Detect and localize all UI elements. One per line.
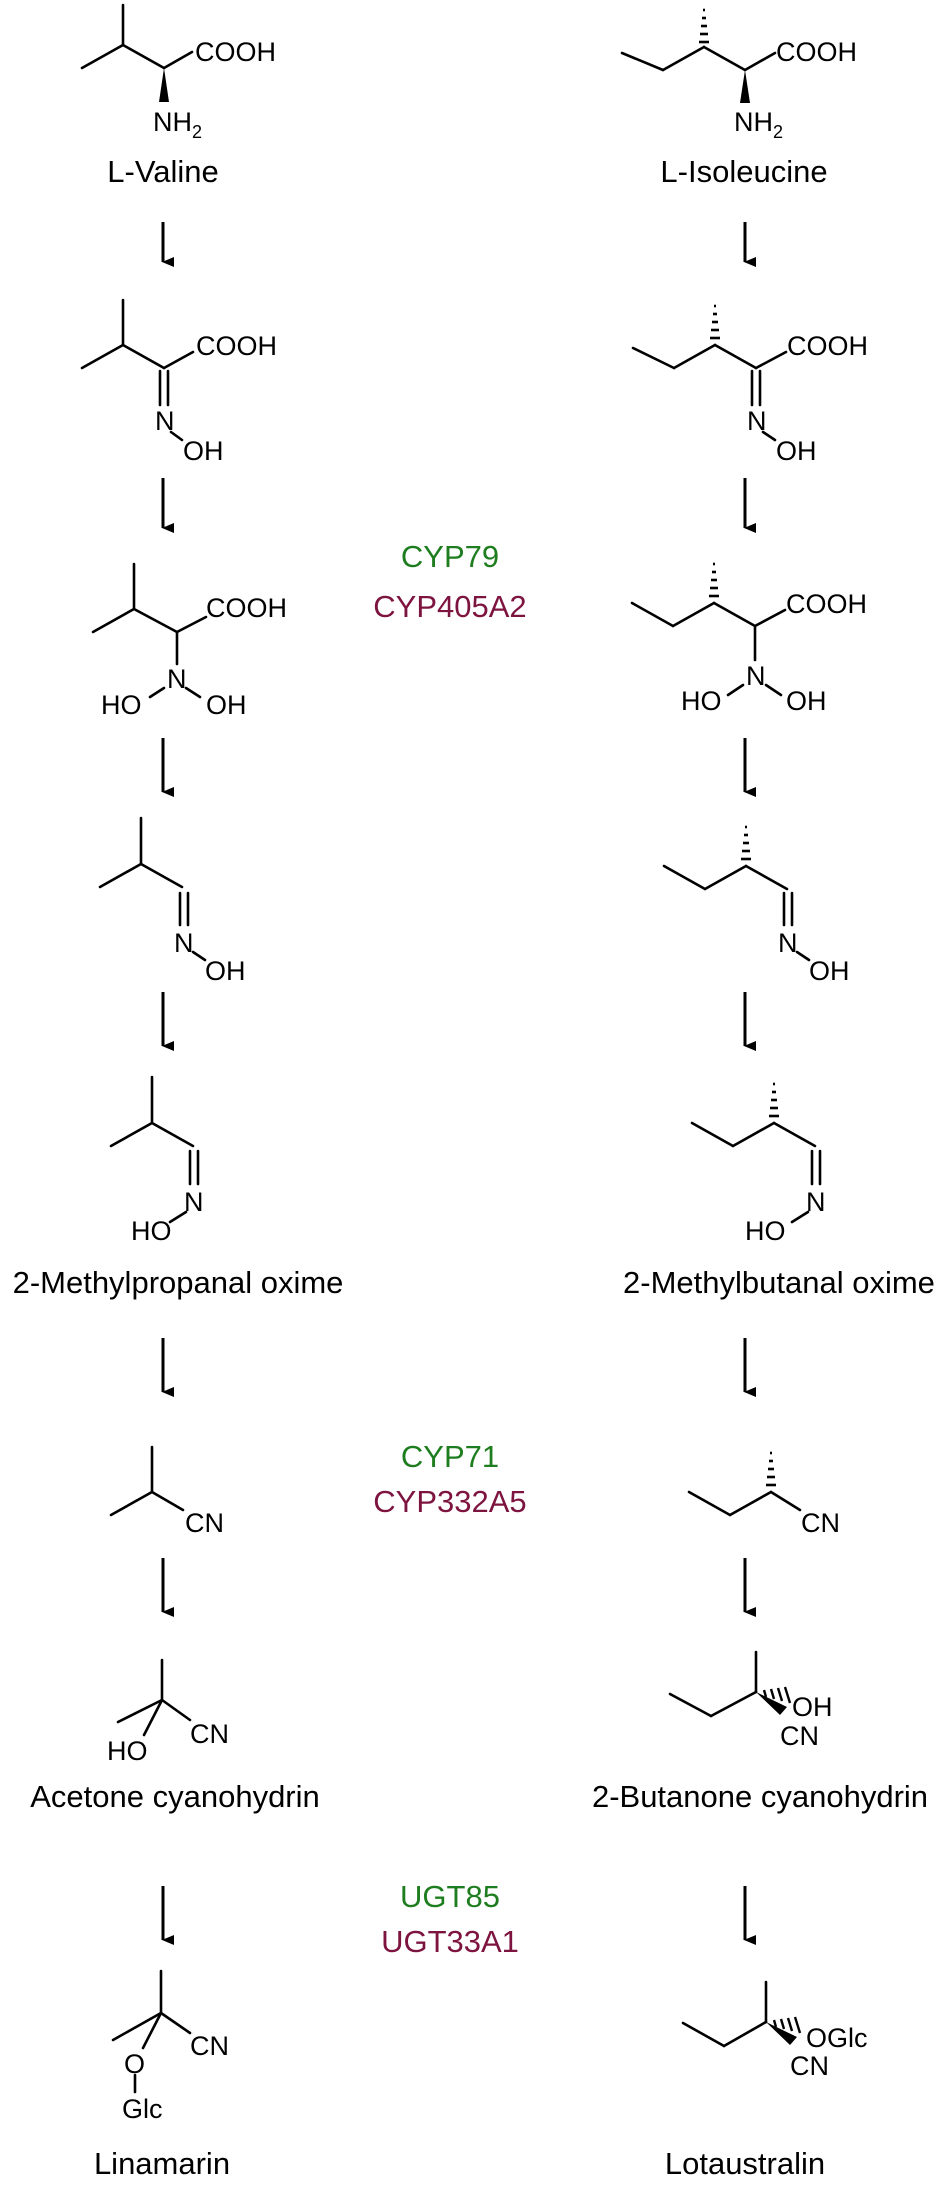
compound-name-acetone-cyanohydrin: Acetone cyanohydrin bbox=[30, 1779, 320, 1814]
glucose-label: Glc bbox=[122, 2094, 163, 2124]
hydroxyl-label: HO bbox=[745, 1216, 786, 1246]
acetone-cyanohydrin-structure: HO CN bbox=[107, 1658, 229, 1766]
compound-name-lotaustralin: Lotaustralin bbox=[665, 2146, 825, 2181]
nitrile-label: CN bbox=[801, 1508, 840, 1538]
methylbutanal-e-oxime-structure: N OH bbox=[662, 825, 850, 986]
compound-name-isoleucine: L-Isoleucine bbox=[660, 154, 827, 189]
nitrile-label: CN bbox=[780, 1721, 819, 1751]
nitrile-label: CN bbox=[190, 2031, 229, 2061]
nh2-label: NH2 bbox=[734, 107, 783, 142]
compound-name-valine: L-Valine bbox=[107, 154, 218, 189]
hydroxyl-label: HO bbox=[101, 690, 142, 720]
nitrogen-label: N bbox=[778, 928, 798, 958]
compound-name-linamarin: Linamarin bbox=[94, 2146, 230, 2181]
plant-enzyme-label: UGT85 bbox=[400, 1879, 500, 1914]
insect-enzyme-label: CYP332A5 bbox=[373, 1484, 526, 1519]
nitrile-label: CN bbox=[185, 1508, 224, 1538]
hydroxyl-label: OH bbox=[809, 956, 850, 986]
nitrogen-label: N bbox=[174, 928, 194, 958]
hydroxyl-label: HO bbox=[131, 1216, 172, 1246]
hydroxyl-label: HO bbox=[681, 686, 722, 716]
cooh-label: COOH bbox=[787, 331, 868, 361]
nitrogen-label: N bbox=[747, 406, 767, 436]
isoleucine-structure: COOH NH2 bbox=[620, 8, 857, 142]
valine-oxime-acid-structure: COOH N OH bbox=[80, 298, 277, 466]
compound-name-methylpropanal-oxime: 2-Methylpropanal oxime bbox=[13, 1265, 344, 1300]
cooh-label: COOH bbox=[196, 331, 277, 361]
valine-structure: COOH NH2 bbox=[80, 3, 276, 142]
insect-enzyme-label: UGT33A1 bbox=[381, 1924, 519, 1959]
methylbutanenitrile-structure: CN bbox=[687, 1451, 840, 1538]
valine-dihydroxyamino-acid-structure: COOH N HO OH bbox=[91, 562, 287, 720]
hydroxyl-label: OH bbox=[205, 956, 246, 986]
nitrogen-label: N bbox=[746, 661, 766, 691]
hydroxyl-label: OH bbox=[206, 690, 247, 720]
cooh-label: COOH bbox=[195, 37, 276, 67]
cooh-label: COOH bbox=[776, 37, 857, 67]
methylpropanal-e-oxime-structure: N OH bbox=[98, 816, 246, 986]
glucosyloxy-label: OGlc bbox=[806, 2023, 868, 2053]
hydroxyl-label: OH bbox=[786, 686, 827, 716]
methylbutanal-z-oxime-structure: N HO bbox=[690, 1082, 826, 1246]
nitrogen-label: N bbox=[167, 664, 187, 694]
nitrile-label: CN bbox=[790, 2051, 829, 2081]
compound-name-methylbutanal-oxime: 2-Methylbutanal oxime bbox=[623, 1265, 935, 1300]
enzyme-pair-3: UGT85 UGT33A1 bbox=[381, 1879, 519, 1959]
butanone-cyanohydrin-structure: OH CN bbox=[668, 1650, 833, 1751]
compound-name-butanone-cyanohydrin: 2-Butanone cyanohydrin bbox=[592, 1779, 928, 1814]
hydroxyl-label: OH bbox=[183, 436, 224, 466]
oxygen-label: O bbox=[124, 2049, 145, 2079]
methylpropanenitrile-structure: CN bbox=[109, 1445, 224, 1538]
isoleucine-oxime-acid-structure: COOH N OH bbox=[631, 304, 868, 466]
isoleucine-dihydroxyamino-acid-structure: COOH N HO OH bbox=[630, 562, 867, 716]
nitrile-label: CN bbox=[190, 1719, 229, 1749]
plant-enzyme-label: CYP79 bbox=[401, 539, 499, 574]
plant-enzyme-label: CYP71 bbox=[401, 1439, 499, 1474]
cooh-label: COOH bbox=[786, 589, 867, 619]
cooh-label: COOH bbox=[206, 593, 287, 623]
linamarin-structure: O Glc CN bbox=[111, 1969, 229, 2124]
enzyme-pair-1: CYP79 CYP405A2 bbox=[373, 539, 526, 624]
nitrogen-label: N bbox=[184, 1187, 204, 1217]
nh2-label: NH2 bbox=[153, 107, 202, 142]
nitrogen-label: N bbox=[806, 1187, 826, 1217]
nitrogen-label: N bbox=[155, 406, 175, 436]
methylpropanal-z-oxime-structure: N HO bbox=[109, 1075, 204, 1246]
hydroxyl-label: OH bbox=[792, 1692, 833, 1722]
hydroxyl-label: OH bbox=[776, 436, 817, 466]
lotaustralin-structure: OGlc CN bbox=[681, 1980, 868, 2081]
hydroxyl-label: HO bbox=[107, 1736, 148, 1766]
insect-enzyme-label: CYP405A2 bbox=[373, 589, 526, 624]
enzyme-pair-2: CYP71 CYP332A5 bbox=[373, 1439, 526, 1519]
